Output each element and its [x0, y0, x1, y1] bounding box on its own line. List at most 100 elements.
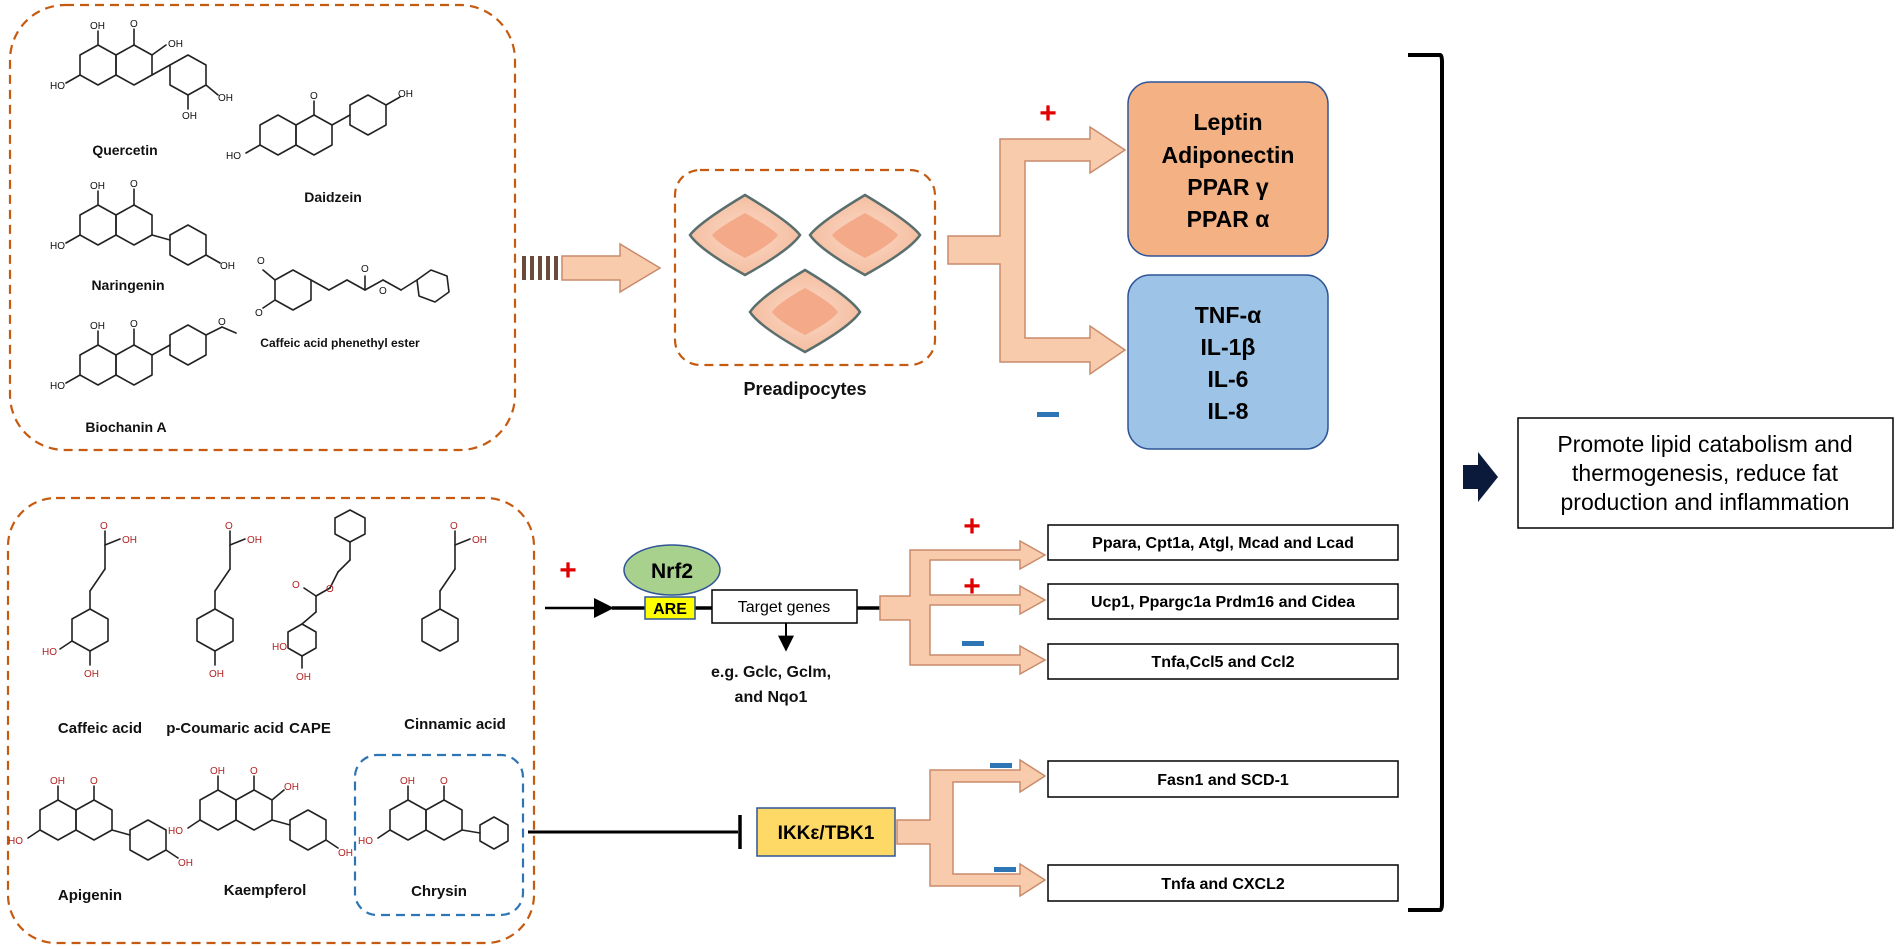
svg-text:O: O — [326, 584, 334, 595]
caffeic-acid-structure: O OH OH HO — [42, 521, 137, 680]
ikk-box — [756, 807, 896, 857]
svg-text:HO: HO — [50, 381, 65, 392]
gene-box — [1047, 760, 1399, 798]
gene-box-label: Ppara, Cpt1a, Atgl, Mcad and Lcad — [1092, 535, 1354, 552]
compound-group-2-frame — [6, 496, 536, 945]
biochanin-a-structure: O OH HO O — [50, 317, 237, 392]
compound-label: Apigenin — [58, 887, 122, 904]
downregulated-item: IL-8 — [1208, 398, 1249, 424]
svg-text:HO: HO — [50, 81, 65, 92]
apigenin-structure: O OH HO OH — [8, 776, 193, 869]
upregulated-item: Leptin — [1194, 109, 1263, 135]
svg-text:O: O — [250, 766, 258, 777]
compound-label: Caffeic acid — [58, 720, 142, 737]
svg-text:O: O — [90, 776, 98, 787]
svg-text:HO: HO — [50, 241, 65, 252]
gene-box-label: Tnfa,Ccl5 and Ccl2 — [1151, 654, 1294, 671]
target-genes-box — [711, 589, 858, 624]
gene-box-label: Fasn1 and SCD-1 — [1157, 772, 1289, 789]
upregulated-item: PPAR α — [1187, 206, 1270, 232]
plus-sign: + — [963, 510, 981, 543]
cape-structure: O O HO OH — [272, 509, 366, 683]
upregulated-item: Adiponectin — [1162, 142, 1295, 168]
svg-text:OH: OH — [220, 261, 235, 272]
svg-text:HO: HO — [358, 836, 373, 847]
svg-text:OH: OH — [182, 111, 197, 122]
svg-text:O: O — [130, 319, 138, 330]
svg-text:OH: OH — [284, 782, 299, 793]
fork-arrow-nrf2 — [879, 539, 1047, 676]
svg-text:O: O — [450, 521, 458, 532]
svg-text:OH: OH — [50, 776, 65, 787]
daidzein-structure: O OH HO — [226, 89, 413, 162]
downregulated-item: IL-1β — [1201, 334, 1256, 360]
are-label: ARE — [653, 601, 687, 618]
compound-group-1-frame — [8, 3, 517, 452]
svg-text:OH: OH — [90, 181, 105, 192]
svg-text:HO: HO — [42, 647, 57, 658]
outcome-box — [1517, 417, 1894, 529]
svg-text:OH: OH — [90, 321, 105, 332]
svg-text:O: O — [440, 776, 448, 787]
examples-line-1: e.g. Gclc, Gclm, — [711, 664, 831, 681]
svg-text:O: O — [130, 19, 138, 30]
minus-sign — [962, 641, 984, 646]
preadipocyte-cell — [808, 193, 922, 277]
svg-text:O: O — [100, 521, 108, 532]
fork-arrow-top — [947, 125, 1127, 376]
minus-sign — [1037, 412, 1059, 417]
svg-text:O: O — [130, 179, 138, 190]
compound-label: Naringenin — [91, 277, 164, 293]
downregulated-box — [1127, 274, 1329, 450]
preadipocyte-cell — [748, 268, 862, 354]
nrf2-label: Nrf2 — [651, 560, 693, 583]
downregulated-item: IL-6 — [1208, 366, 1249, 392]
compound-label: Biochanin A — [85, 419, 166, 435]
target-genes-label: Target genes — [738, 599, 831, 616]
compound-label: Kaempferol — [224, 882, 307, 899]
minus-sign — [990, 763, 1012, 768]
svg-text:HO: HO — [168, 826, 183, 837]
svg-text:OH: OH — [178, 858, 193, 869]
plus-sign: + — [559, 554, 577, 587]
svg-text:OH: OH — [398, 89, 413, 100]
svg-text:OH: OH — [472, 535, 487, 546]
svg-text:O: O — [257, 256, 265, 267]
svg-text:O: O — [255, 308, 263, 319]
svg-text:OH: OH — [210, 766, 225, 777]
upregulated-box — [1127, 81, 1329, 257]
gene-box-label: Ucp1, Ppargc1a Prdm16 and Cidea — [1091, 594, 1355, 611]
svg-text:OH: OH — [338, 848, 353, 859]
svg-text:O: O — [361, 264, 369, 275]
svg-text:OH: OH — [247, 535, 262, 546]
svg-text:OH: OH — [168, 39, 183, 50]
p-coumaric-acid-structure: O OH OH — [196, 521, 262, 680]
compound-label: Quercetin — [92, 142, 157, 158]
gene-box — [1047, 864, 1399, 902]
svg-text:OH: OH — [209, 669, 224, 680]
preadipocytes-frame — [673, 168, 937, 367]
striped-arrow — [522, 242, 662, 294]
chrysin-structure: O OH HO — [358, 776, 509, 850]
gene-box — [1047, 583, 1399, 620]
examples-line-2: and Nqo1 — [735, 689, 808, 706]
svg-text:OH: OH — [218, 93, 233, 104]
compound-label: CAPE — [289, 720, 331, 737]
svg-text:O: O — [292, 580, 300, 591]
svg-text:O: O — [218, 317, 226, 328]
quercetin-structure: O OH OH HO OH OH — [50, 19, 233, 122]
compound-label: Cinnamic acid — [404, 716, 506, 733]
ikk-label: IKKε/TBK1 — [778, 823, 875, 844]
downregulated-item: TNF-α — [1195, 302, 1262, 328]
outcome-line: Promote lipid catabolism and — [1557, 431, 1852, 457]
are-box — [644, 596, 696, 620]
gene-box-label: Tnfa and CXCL2 — [1161, 876, 1285, 893]
svg-text:O: O — [310, 91, 318, 102]
compound-label: Chrysin — [411, 883, 467, 900]
gene-box — [1047, 524, 1399, 561]
svg-text:OH: OH — [122, 535, 137, 546]
plus-sign: + — [1039, 97, 1057, 130]
minus-sign — [994, 867, 1016, 872]
nrf2-node — [623, 544, 721, 596]
compound-label: Daidzein — [304, 189, 362, 205]
